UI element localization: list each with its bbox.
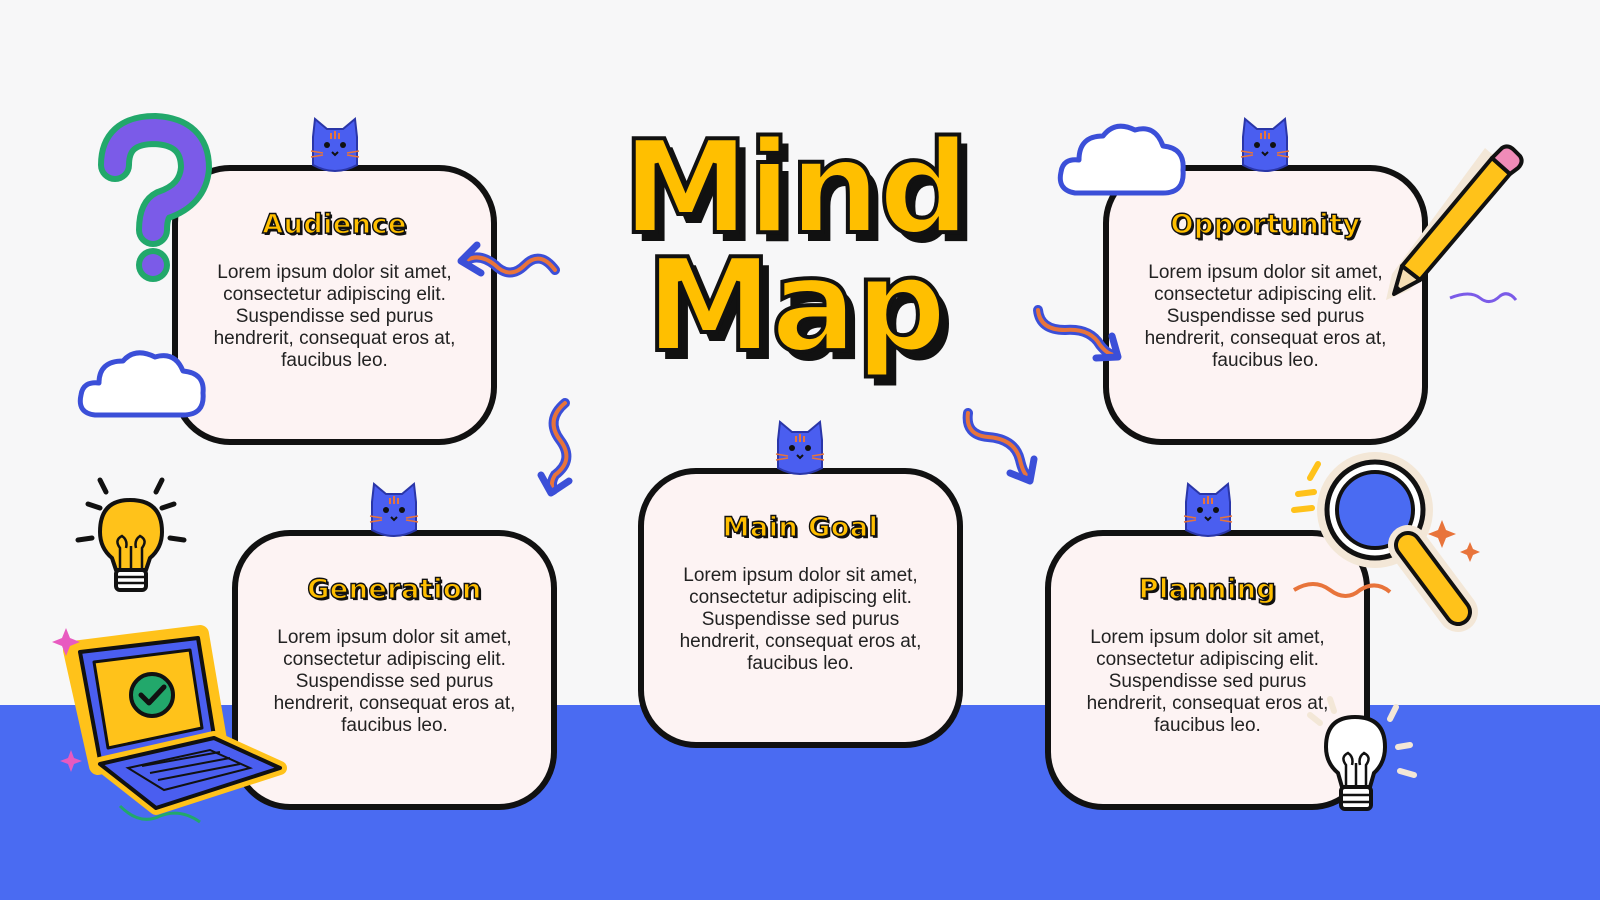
node-main-goal: Main Goal Lorem ipsum dolor sit amet, co… xyxy=(638,468,963,748)
node-heading: Generation xyxy=(307,573,482,605)
node-audience: Audience Lorem ipsum dolor sit amet, con… xyxy=(172,165,497,445)
node-planning: Planning Lorem ipsum dolor sit amet, con… xyxy=(1045,530,1370,810)
node-heading: Main Goal xyxy=(722,511,879,543)
squiggle-arrow-icon xyxy=(962,408,1038,485)
cat-icon xyxy=(775,420,825,475)
node-heading: Opportunity xyxy=(1170,208,1361,240)
squiggle-arrow-icon xyxy=(537,398,573,497)
cat-icon xyxy=(1183,482,1233,537)
lightbulb-icon xyxy=(75,477,187,592)
cat-icon xyxy=(1240,117,1290,172)
node-opportunity: Opportunity Lorem ipsum dolor sit amet, … xyxy=(1103,165,1428,445)
node-text: Lorem ipsum dolor sit amet, consectetur … xyxy=(213,262,456,371)
checkmark-icon xyxy=(129,672,175,718)
magnifier-icon xyxy=(1291,452,1480,632)
cloud-icon xyxy=(77,350,206,418)
node-text: Lorem ipsum dolor sit amet, consectetur … xyxy=(1086,627,1329,736)
cat-icon xyxy=(369,482,419,537)
node-heading: Audience xyxy=(262,208,407,240)
squiggle-arrow-icon xyxy=(1033,305,1122,362)
squiggle-arrow-icon xyxy=(457,241,560,278)
node-text: Lorem ipsum dolor sit amet, consectetur … xyxy=(679,565,922,674)
laptop-icon xyxy=(52,625,287,824)
title-line-1: Mind xyxy=(620,114,972,263)
lightbulb-icon xyxy=(1307,696,1417,811)
node-text: Lorem ipsum dolor sit amet, consectetur … xyxy=(1144,262,1387,371)
page-title: Mind Map xyxy=(560,114,1030,381)
title-line-2: Map xyxy=(643,232,948,381)
question-mark-icon xyxy=(98,112,213,282)
node-text: Lorem ipsum dolor sit amet, consectetur … xyxy=(273,627,516,736)
cloud-icon xyxy=(1057,123,1186,196)
node-heading: Planning xyxy=(1138,573,1277,605)
cat-icon xyxy=(310,117,360,172)
pencil-icon xyxy=(1386,144,1524,303)
sparkle-icon xyxy=(60,750,82,772)
